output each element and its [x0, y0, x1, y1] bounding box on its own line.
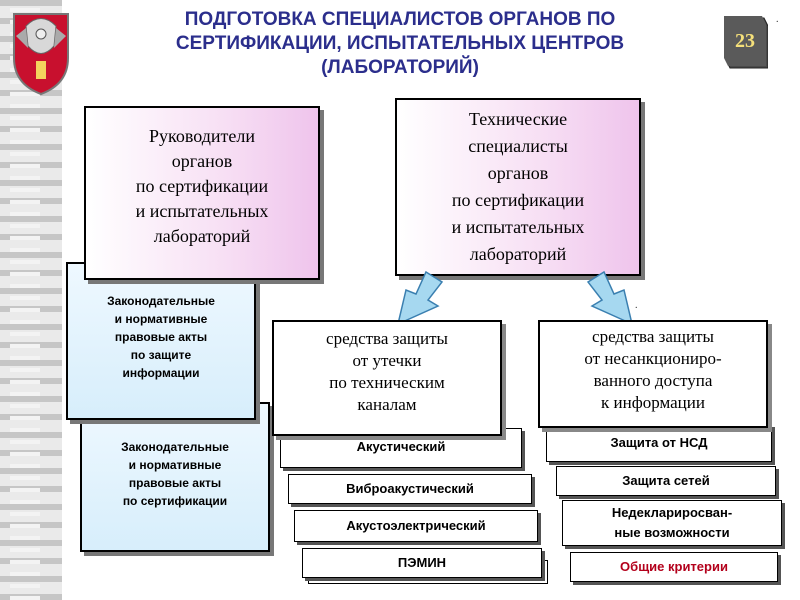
legal-cert-line-2: и нормативные	[128, 458, 222, 472]
legal-acts-certification-box: Законодательные и нормативные правовые а…	[80, 402, 270, 552]
tech-line-3: органов	[487, 163, 549, 183]
leakage-line-2: от утечки	[352, 351, 422, 370]
tech-line-6: лабораторий	[469, 244, 567, 264]
legal-prot-line-2: и нормативные	[114, 312, 208, 326]
title-line-1: ПОДГОТОВКА СПЕЦИАЛИСТОВ ОРГАНОВ ПО	[184, 9, 616, 30]
slide-number-badge-icon	[724, 16, 768, 69]
arrow-down-left-icon	[396, 270, 444, 326]
tech-line-2: специалисты	[468, 136, 568, 156]
managers-box: Руководители органов по сертификации и и…	[84, 106, 320, 280]
leakage-line-3: по техническим	[329, 373, 445, 392]
tech-line-1: Технические	[468, 109, 568, 129]
leakage-line-1: средства защиты	[326, 329, 448, 348]
nsd-undeclared-line-2: ные возможности	[614, 525, 730, 540]
tech-line-5: и испытательных	[451, 217, 585, 237]
leakage-line-4: каналам	[357, 395, 417, 414]
legal-cert-line-4: по сертификации	[122, 494, 228, 508]
leakage-item-pemin: ПЭМИН	[302, 548, 542, 578]
emblem-icon	[13, 13, 69, 96]
decorative-dot: .	[776, 14, 779, 25]
managers-line-2: органов	[171, 151, 233, 171]
nsd-item-common-criteria: Общие критерии	[570, 552, 778, 582]
legal-prot-line-1: Законодательные	[107, 294, 215, 308]
arrow-down-right-icon	[586, 270, 634, 326]
legal-cert-line-1: Законодательные	[121, 440, 229, 454]
decorative-strip-overlay	[10, 0, 40, 600]
managers-line-3: по сертификации	[135, 176, 269, 196]
legal-prot-line-3: правовые акты	[114, 330, 208, 344]
leakage-item-acoustoelectric: Акустоэлектрический	[294, 510, 538, 542]
page-title: ПОДГОТОВКА СПЕЦИАЛИСТОВ ОРГАНОВ ПО СЕРТИ…	[120, 8, 680, 80]
tech-line-4: по сертификации	[451, 190, 585, 210]
unauth-line-4: к информации	[601, 393, 705, 412]
slide-number: 23	[735, 30, 755, 52]
managers-line-4: и испытательных	[135, 201, 269, 221]
unauth-line-3: ванного доступа	[593, 371, 713, 390]
leakage-protection-box: средства защиты от утечки по техническим…	[272, 320, 502, 436]
title-line-3: (ЛАБОРАТОРИЙ)	[321, 57, 479, 78]
legal-acts-protection-box: Законодательные и нормативные правовые а…	[66, 262, 256, 420]
unauthorized-access-box: средства защиты от несанкциониро- ванног…	[538, 320, 768, 428]
leakage-item-vibroacoustic: Виброакустический	[288, 474, 532, 504]
unauth-line-2: от несанкциониро-	[584, 349, 722, 368]
legal-cert-line-3: правовые акты	[128, 476, 222, 490]
legal-prot-line-4: по защите	[130, 348, 192, 362]
nsd-item-network-protection: Защита сетей	[556, 466, 776, 496]
nsd-undeclared-line-1: Недеклариросван-	[611, 505, 733, 520]
technical-specialists-box: Технические специалисты органов по серти…	[395, 98, 641, 276]
title-line-2: СЕРТИФИКАЦИИ, ИСПЫТАТЕЛЬНЫХ ЦЕНТРОВ	[175, 33, 625, 54]
nsd-item-undeclared-capabilities: Недеклариросван- ные возможности	[562, 500, 782, 546]
nsd-item-nsd-protection: Защита от НСД	[546, 424, 772, 462]
unauth-line-1: средства защиты	[592, 327, 714, 346]
managers-line-5: лабораторий	[153, 226, 251, 246]
managers-line-1: Руководители	[149, 126, 255, 146]
legal-prot-line-5: информации	[122, 366, 200, 380]
decorative-dot: .	[635, 300, 638, 311]
